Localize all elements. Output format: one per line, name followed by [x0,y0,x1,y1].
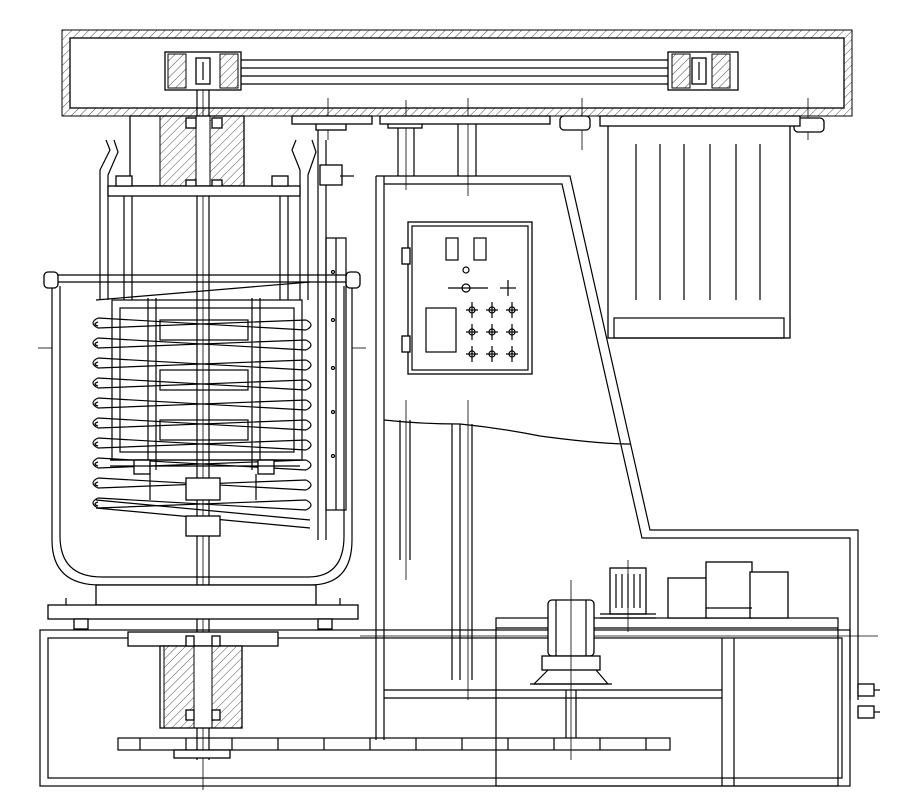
coil-turn [92,357,312,371]
pump-motor [600,560,656,632]
vessel [38,271,366,630]
panel-button [466,346,478,362]
gear-motor-lower [530,580,612,760]
lower-bearing-housing [127,631,279,729]
panel-button [486,324,498,340]
coil-turn [92,417,312,431]
right-pulley [667,51,739,91]
electrical-box [667,561,789,619]
panel-button [506,346,518,362]
motor-top [559,115,825,339]
lid-bracket [99,139,317,300]
display-window-left [445,237,459,261]
base-frame [39,617,880,787]
panel-button [486,346,498,362]
upper-bearing-housing [129,115,245,191]
stirrer-basket [110,298,303,537]
panel-button [506,302,518,318]
bottom-sprocket-plate [117,737,671,759]
left-pulley [164,51,242,91]
coil-turn [92,397,312,411]
coil-turn [92,437,312,451]
heating-coil [92,281,312,529]
display-window-right [473,237,487,261]
top-beam [61,29,853,196]
panel-button [466,302,478,318]
panel-button [466,324,478,340]
coil-turn [92,377,312,391]
column-housing [375,115,859,740]
coil-turn [92,337,312,351]
coil-turn [92,317,312,331]
level-gauge [291,115,373,540]
panel-button [486,302,498,318]
panel-button [506,324,518,340]
control-panel [401,221,533,375]
